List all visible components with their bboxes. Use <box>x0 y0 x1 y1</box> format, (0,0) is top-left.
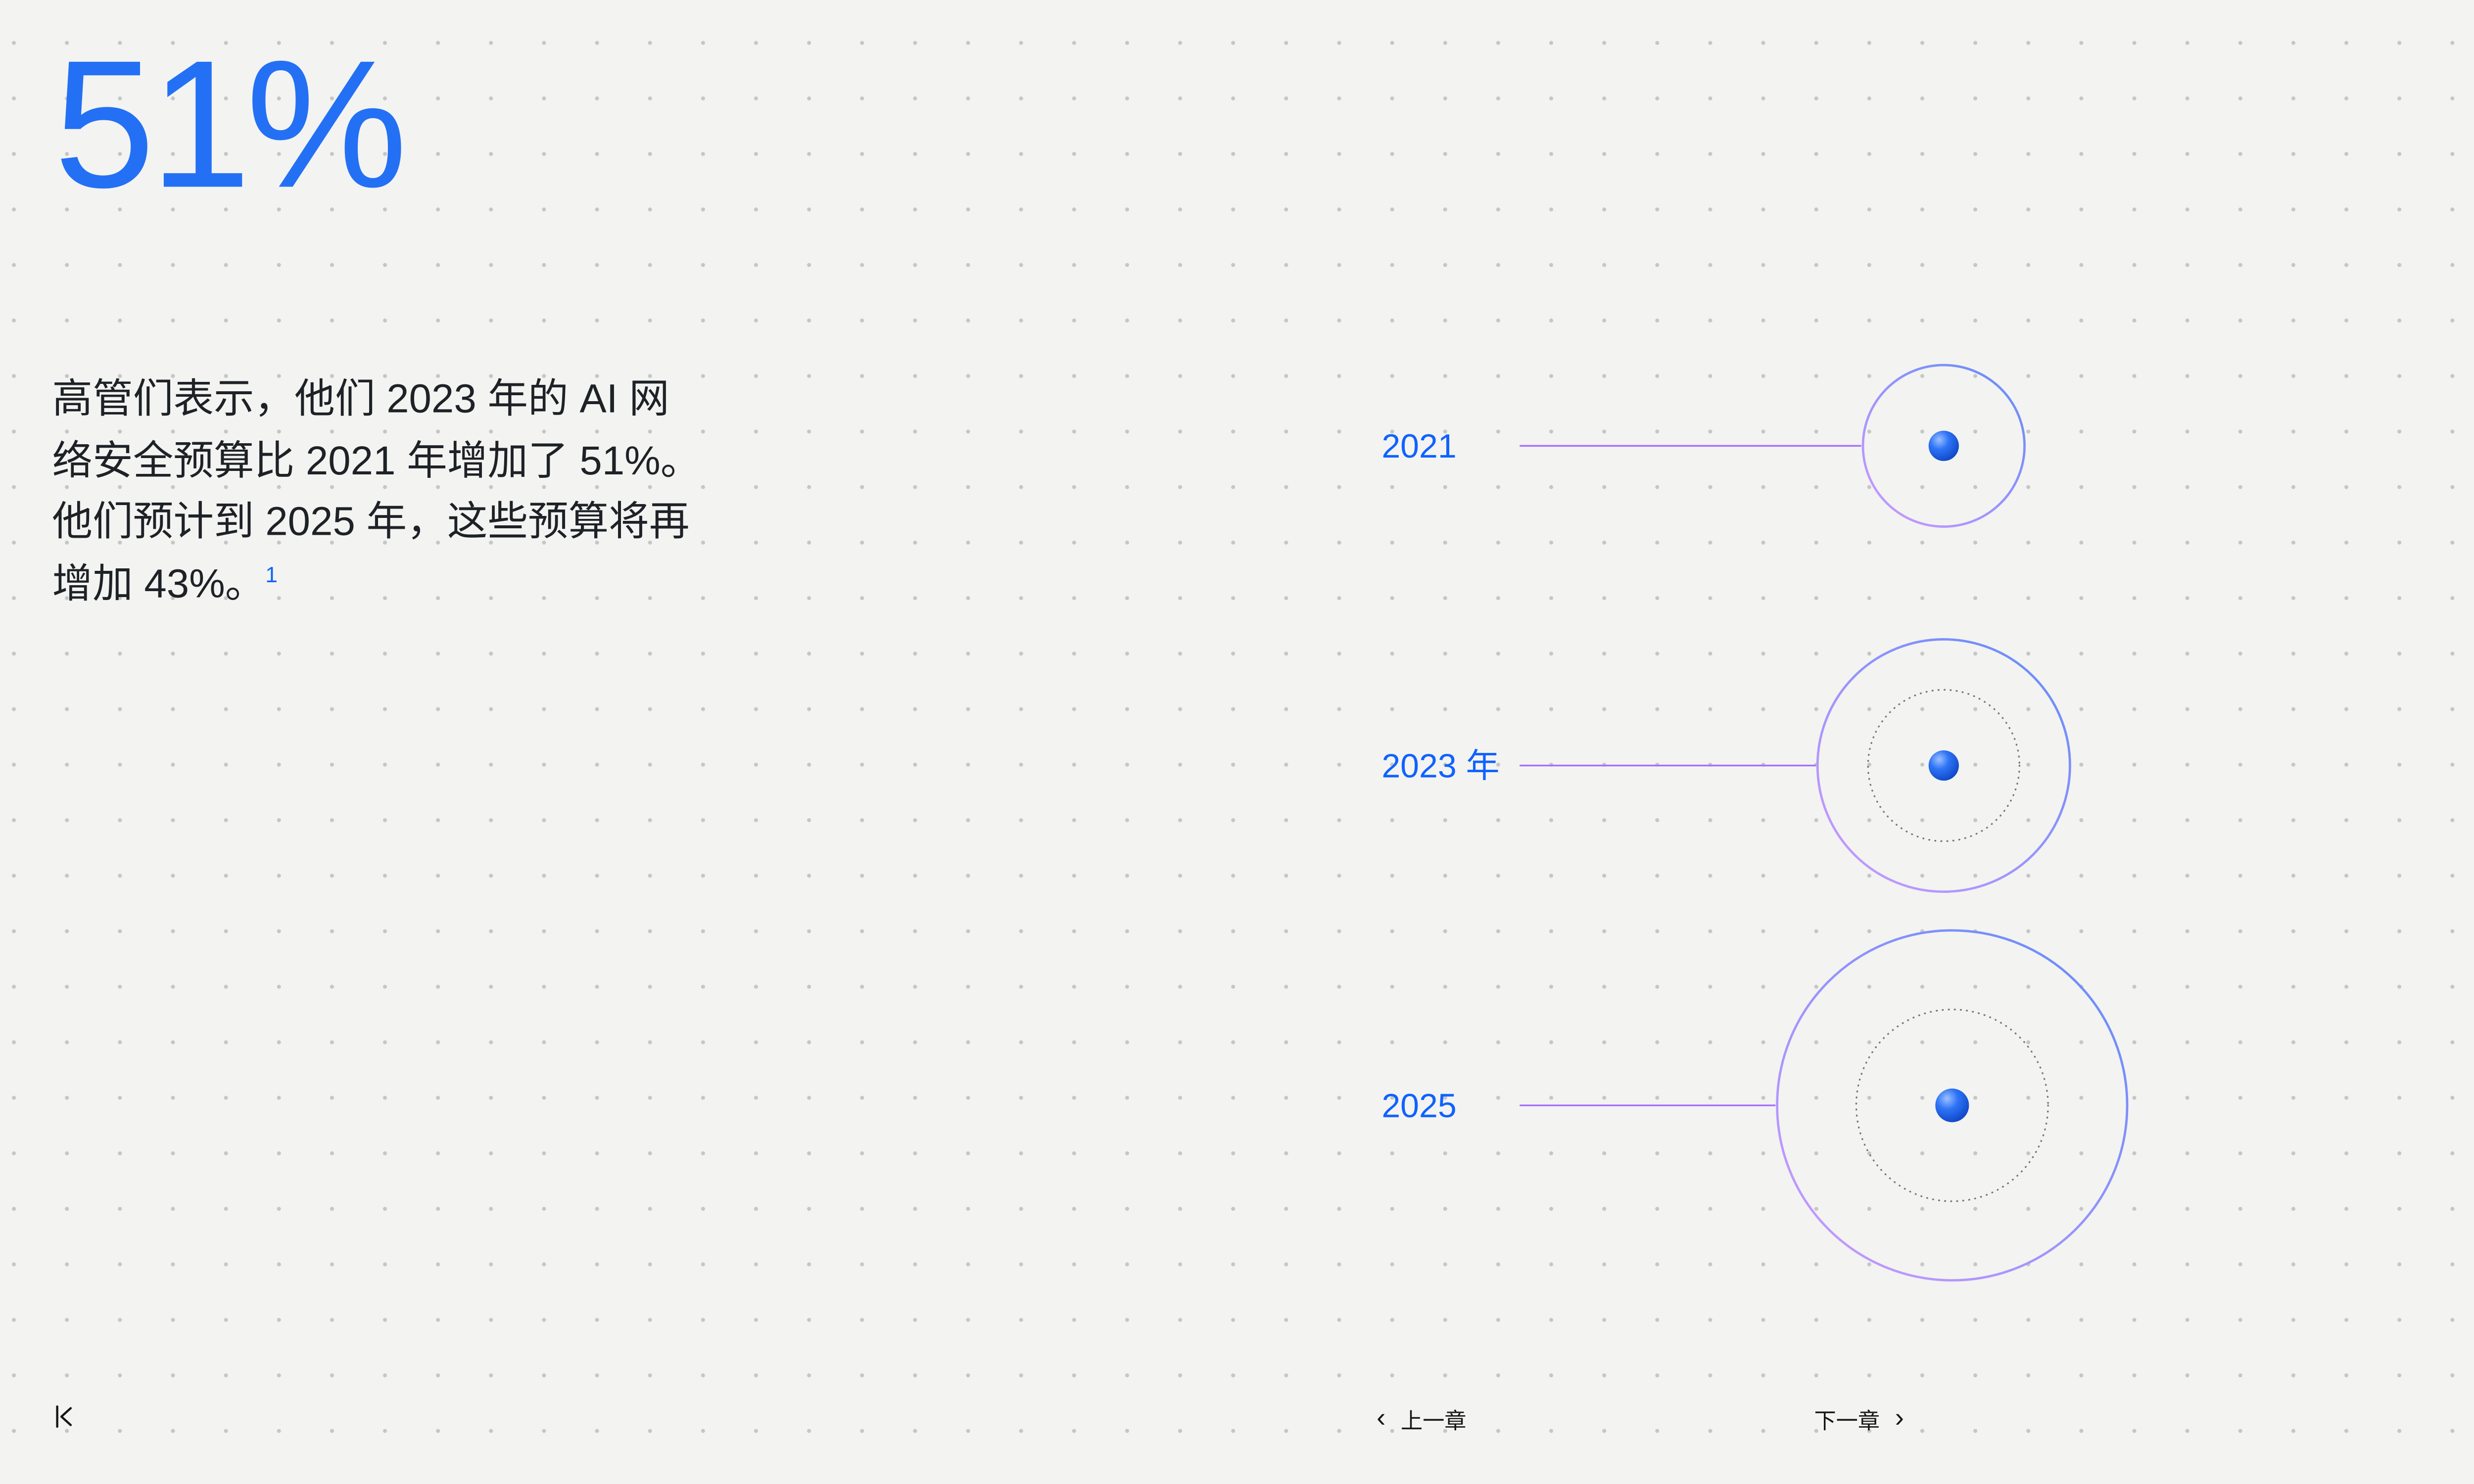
prev-chapter-label: 上一章 <box>1400 1408 1467 1434</box>
stat-headline: 51% <box>53 22 408 226</box>
body-text: 高管们表示，他们 2023 年的 AI 网 络安全预算比 2021 年增加了 5… <box>52 376 701 607</box>
bubble-ring <box>1776 929 2129 1282</box>
bubble-group: 2021 <box>1381 364 2026 528</box>
bubble-group: 2023 年 <box>1381 638 2071 893</box>
year-label: 2023 年 <box>1381 747 1499 785</box>
year-label: 2021 <box>1381 427 1456 465</box>
dotted-inner-ring <box>1855 1008 2049 1203</box>
year-label: 2025 <box>1381 1087 1456 1124</box>
bubble-group: 2025 <box>1381 929 2129 1282</box>
data-dot <box>1928 430 1959 461</box>
next-chapter-button[interactable]: 下一章 › <box>1814 1403 1903 1436</box>
bottom-navigation: ‹ 上一章 下一章 › 8 <box>0 1398 2474 1441</box>
chevron-right-icon: › <box>1895 1404 1904 1434</box>
skip-to-start-icon <box>56 1405 72 1428</box>
data-dot <box>1935 1088 1969 1122</box>
footnote-reference[interactable]: 1 <box>265 561 278 587</box>
body-paragraph: 高管们表示，他们 2023 年的 AI 网 络安全预算比 2021 年增加了 5… <box>52 370 860 616</box>
next-chapter-label: 下一章 <box>1814 1408 1880 1434</box>
dotted-inner-ring <box>1867 689 2021 842</box>
bubble-ring <box>1861 364 2026 528</box>
skip-to-start-button[interactable] <box>50 1403 81 1430</box>
chevron-left-icon: ‹ <box>1377 1404 1386 1434</box>
data-dot <box>1928 750 1959 781</box>
prev-chapter-button[interactable]: ‹ 上一章 <box>1377 1403 1466 1436</box>
bubble-ring <box>1816 638 2071 893</box>
